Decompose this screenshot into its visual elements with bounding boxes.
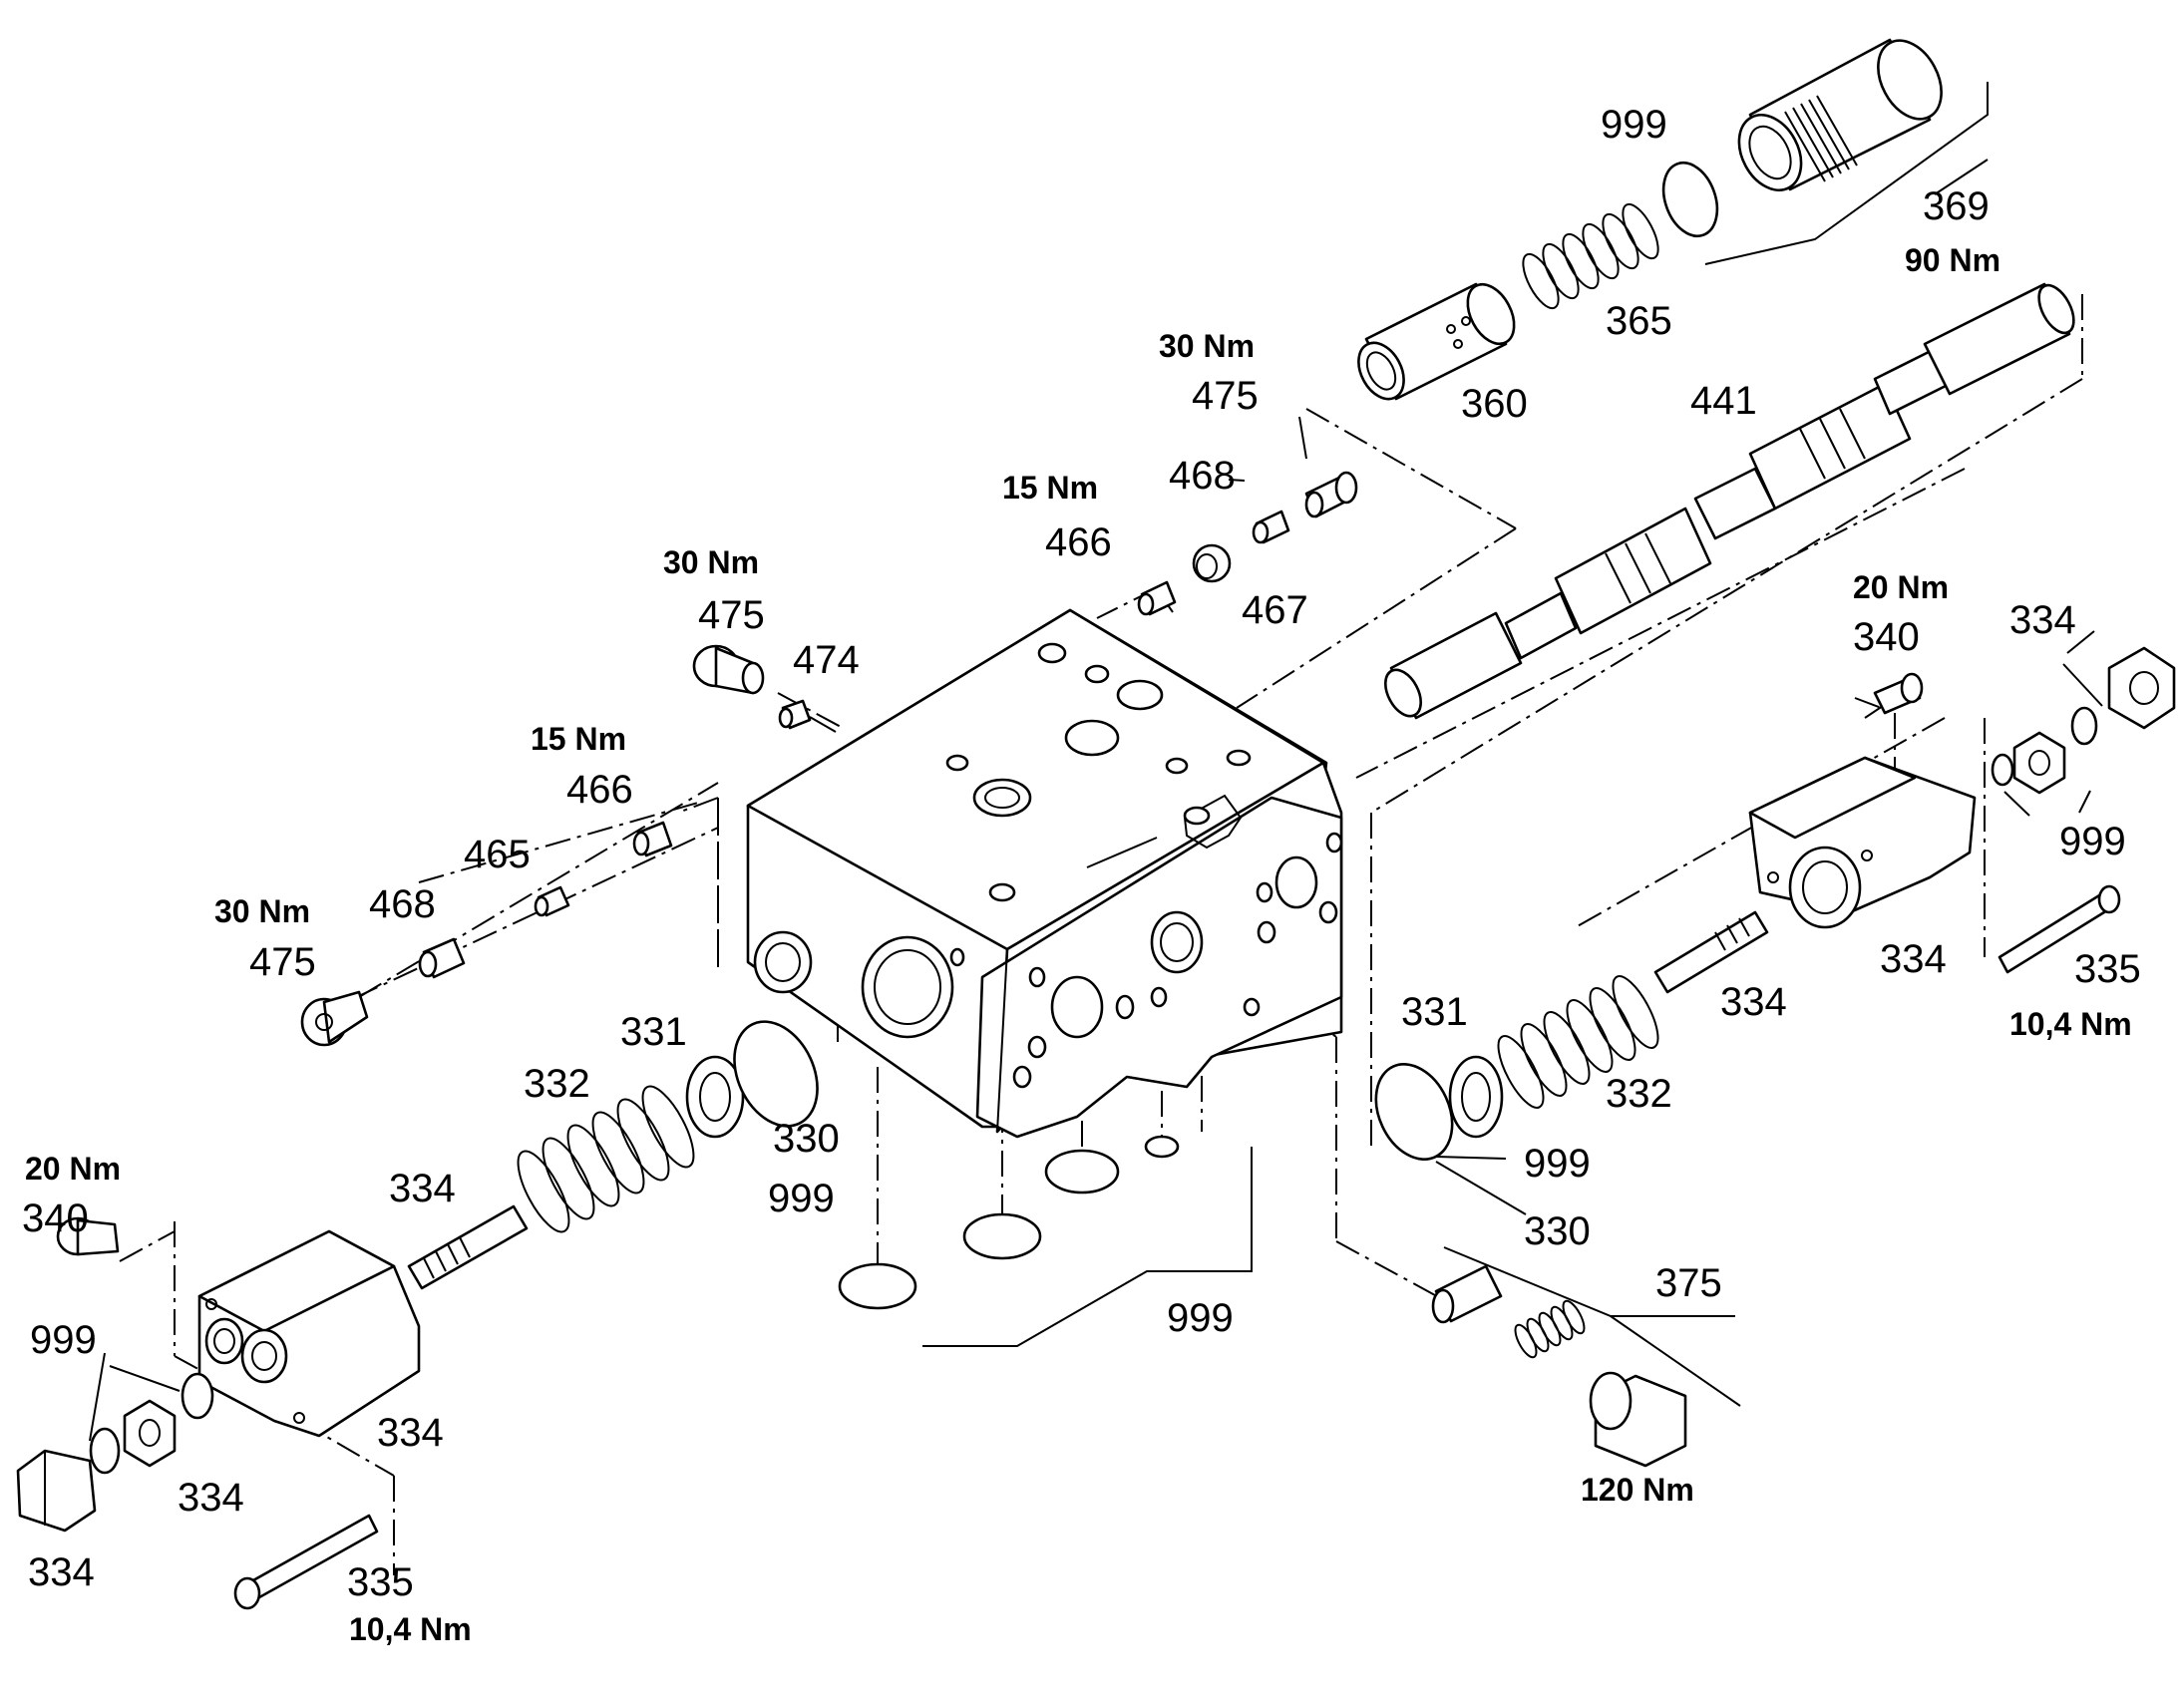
label-999-left: 999 bbox=[30, 1318, 97, 1362]
label-466-b: 466 bbox=[566, 768, 633, 812]
label-331-right: 331 bbox=[1401, 990, 1468, 1034]
ring-999-right-a bbox=[2070, 706, 2098, 746]
ring-999-right-b bbox=[1991, 753, 2014, 787]
oring-330-left bbox=[733, 1020, 819, 1128]
cover-334-left bbox=[197, 1229, 421, 1438]
label-999-bottom: 999 bbox=[1167, 1296, 1234, 1340]
oring-999-bottom-1 bbox=[838, 1262, 917, 1310]
label-334-rod-right: 334 bbox=[1720, 980, 1787, 1024]
label-999-oring-right: 999 bbox=[1524, 1142, 1591, 1186]
leader-lines bbox=[89, 82, 2103, 1442]
plug-467 bbox=[1192, 543, 1232, 583]
label-torque-104-right: 10,4 Nm bbox=[2009, 1006, 2132, 1042]
plug-465 bbox=[534, 885, 570, 917]
oring-999-bottom-3 bbox=[1044, 1149, 1120, 1195]
ring-999-left-a bbox=[181, 1372, 214, 1420]
label-369: 369 bbox=[1923, 184, 1990, 228]
label-torque-20-right: 20 Nm bbox=[1853, 569, 1949, 605]
ring-999-left-b bbox=[89, 1427, 121, 1475]
label-475-b: 475 bbox=[698, 593, 765, 637]
spool-441 bbox=[1384, 282, 2075, 720]
plug-468-b bbox=[418, 937, 466, 979]
label-torque-30-b: 30 Nm bbox=[663, 544, 759, 580]
label-torque-30-c: 30 Nm bbox=[214, 893, 310, 929]
label-475-c: 475 bbox=[249, 940, 316, 984]
label-torque-20-left: 20 Nm bbox=[25, 1151, 121, 1187]
plug-466-b bbox=[632, 821, 673, 857]
washer-331-right bbox=[1448, 1055, 1504, 1139]
label-334-nut-left: 334 bbox=[178, 1476, 244, 1520]
label-torque-104-left: 10,4 Nm bbox=[349, 1611, 472, 1647]
label-334-nut-right: 334 bbox=[2009, 598, 2076, 642]
label-365: 365 bbox=[1606, 299, 1672, 343]
plug-475-b bbox=[692, 644, 765, 695]
label-465: 465 bbox=[464, 833, 531, 876]
spring-365 bbox=[1522, 202, 1659, 310]
spring-375 bbox=[1514, 1299, 1586, 1359]
label-468-b: 468 bbox=[369, 882, 436, 926]
label-torque-15-b: 15 Nm bbox=[531, 721, 626, 757]
label-999-ring-right: 999 bbox=[2059, 820, 2126, 863]
nut-334-right bbox=[2012, 646, 2176, 795]
oring-999-bottom-2 bbox=[962, 1212, 1042, 1260]
plug-340-left bbox=[56, 1216, 120, 1256]
rod-334-left bbox=[407, 1204, 529, 1290]
label-360: 360 bbox=[1461, 382, 1528, 426]
cap-334-left bbox=[16, 1449, 97, 1533]
label-999-top: 999 bbox=[1601, 103, 1667, 147]
oring-999-top bbox=[1661, 161, 1719, 238]
plug-475-a bbox=[1304, 471, 1358, 518]
nut-334-left bbox=[123, 1399, 177, 1468]
spring-332-left bbox=[517, 1085, 695, 1233]
plug-466-a bbox=[1137, 580, 1177, 616]
label-torque-30-a: 30 Nm bbox=[1159, 328, 1255, 364]
valve-seat-360 bbox=[1357, 282, 1516, 401]
plug-475-c bbox=[300, 990, 369, 1047]
label-334-block-right: 334 bbox=[1880, 937, 1947, 981]
label-468-a: 468 bbox=[1169, 454, 1236, 498]
label-334-cap-left: 334 bbox=[28, 1550, 95, 1594]
label-474: 474 bbox=[793, 638, 860, 682]
label-334-block-left: 334 bbox=[377, 1411, 444, 1455]
label-330-right: 330 bbox=[1524, 1209, 1591, 1253]
part-labels: 999 369 90 Nm 365 30 Nm 475 360 441 468 … bbox=[22, 103, 2141, 1647]
oring-330-right bbox=[1374, 1063, 1454, 1161]
label-340-right: 340 bbox=[1853, 615, 1920, 659]
label-475-a: 475 bbox=[1192, 374, 1259, 418]
label-335-left: 335 bbox=[347, 1560, 414, 1604]
plug-474 bbox=[778, 699, 812, 730]
plug-340-right bbox=[1873, 672, 1924, 715]
label-torque-120: 120 Nm bbox=[1581, 1472, 1694, 1508]
housing-bore-holes bbox=[753, 642, 1343, 1089]
sleeve-369 bbox=[1737, 38, 1943, 191]
label-torque-15-a: 15 Nm bbox=[1002, 470, 1098, 506]
cover-334-right bbox=[1748, 756, 1977, 929]
label-999-mid: 999 bbox=[768, 1177, 835, 1220]
label-467: 467 bbox=[1242, 588, 1308, 632]
label-375: 375 bbox=[1655, 1261, 1722, 1305]
washer-331-left bbox=[685, 1055, 745, 1139]
bolt-335-left bbox=[233, 1514, 379, 1610]
valve-housing bbox=[746, 608, 1343, 1139]
label-torque-90: 90 Nm bbox=[1905, 242, 2000, 278]
label-332-left: 332 bbox=[524, 1062, 590, 1106]
label-340-left: 340 bbox=[22, 1196, 89, 1240]
rod-334-right bbox=[1653, 910, 1769, 994]
plug-375 bbox=[1589, 1371, 1687, 1468]
oring-999-bottom-4 bbox=[1144, 1135, 1180, 1159]
label-330-left: 330 bbox=[773, 1117, 840, 1161]
plug-468-a bbox=[1252, 510, 1290, 544]
label-334-rod-left: 334 bbox=[389, 1167, 456, 1210]
label-331-left: 331 bbox=[620, 1010, 687, 1054]
label-335-right: 335 bbox=[2074, 947, 2141, 991]
bolt-335-right bbox=[1998, 884, 2121, 974]
piston-375 bbox=[1431, 1264, 1503, 1324]
label-466-a: 466 bbox=[1045, 520, 1112, 564]
label-332-right: 332 bbox=[1606, 1072, 1672, 1116]
label-441: 441 bbox=[1690, 379, 1757, 423]
spring-332-right bbox=[1497, 975, 1659, 1109]
